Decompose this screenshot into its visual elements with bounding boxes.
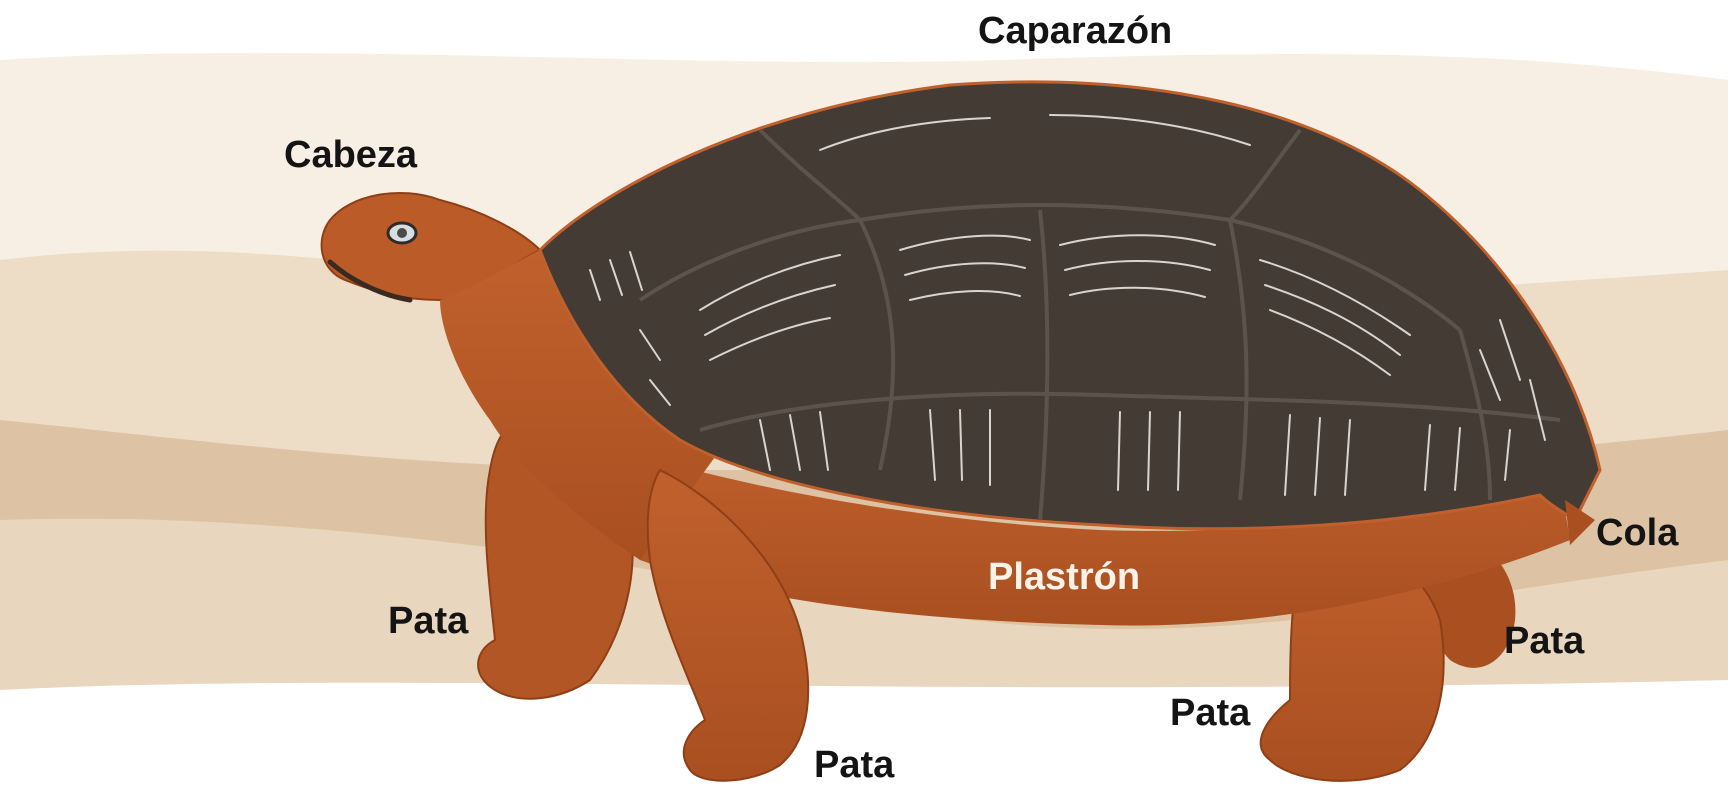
label-pata-front-right: Pata [814,746,894,784]
label-cola: Cola [1596,514,1678,552]
label-cabeza: Cabeza [284,136,417,174]
label-caparazon: Caparazón [978,12,1172,50]
label-plastron: Plastrón [988,558,1140,596]
label-pata-front-left: Pata [388,602,468,640]
label-pata-rear-left: Pata [1170,694,1250,732]
label-pata-rear-right: Pata [1504,622,1584,660]
